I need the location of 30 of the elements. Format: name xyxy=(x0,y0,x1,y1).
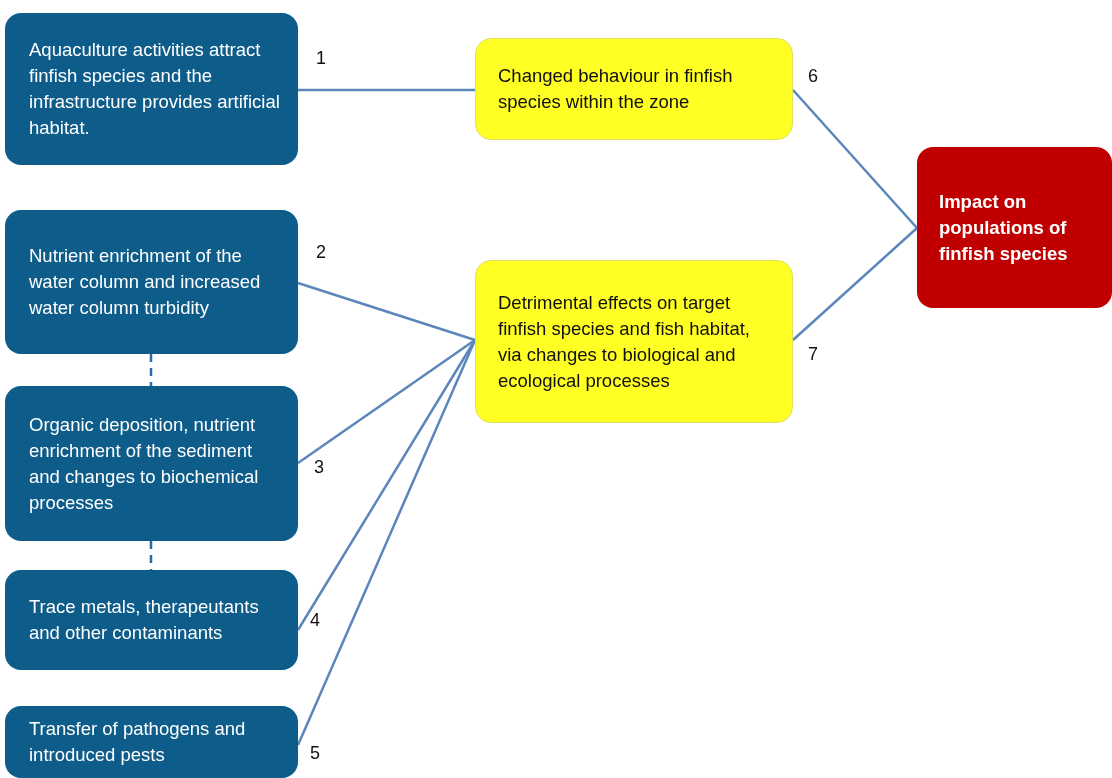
callout-number: 4 xyxy=(310,610,320,631)
connector-line xyxy=(792,89,918,229)
impact-box xyxy=(917,147,1112,308)
callout-number: 1 xyxy=(316,48,326,69)
callout-number: 6 xyxy=(808,66,818,87)
node-text: Changed behaviour in finfish species within the zone xyxy=(498,64,734,114)
node-text: Aquaculture activities attract finfish species and the infrastructure provides artificial habitat. xyxy=(29,38,281,140)
cause-box xyxy=(5,386,298,541)
connector-line xyxy=(792,227,918,341)
node-text: Impact on populations of finfish species xyxy=(939,189,1069,266)
node-text: Organic deposition, nutrient enrichment of the sediment and changes to biochemical processes xyxy=(29,412,260,515)
connector-line xyxy=(297,338,476,465)
callout-number: 5 xyxy=(310,743,320,764)
dashed-connector xyxy=(149,354,153,386)
dashed-connector xyxy=(149,541,153,570)
effect-box xyxy=(475,38,793,140)
node-text: Transfer of pathogens and introduced pests xyxy=(29,717,247,767)
callout-number: 7 xyxy=(808,344,818,365)
node-text: Detrimental effects on target finfish species and fish habitat, via changes to biological and ecological processes xyxy=(498,290,751,393)
cause-box xyxy=(5,570,298,670)
effect-box xyxy=(475,260,793,423)
cause-box xyxy=(5,210,298,354)
callout-number: 2 xyxy=(316,242,326,263)
node-text: Nutrient enrichment of the water column and increased water column turbidity xyxy=(29,244,262,320)
connector-line xyxy=(298,88,475,92)
callout-number: 3 xyxy=(314,457,324,478)
node-text: Trace metals, therapeutants and other contaminants xyxy=(29,595,260,645)
cause-box xyxy=(5,706,298,778)
connector-line xyxy=(297,281,476,342)
cause-box xyxy=(5,13,298,165)
